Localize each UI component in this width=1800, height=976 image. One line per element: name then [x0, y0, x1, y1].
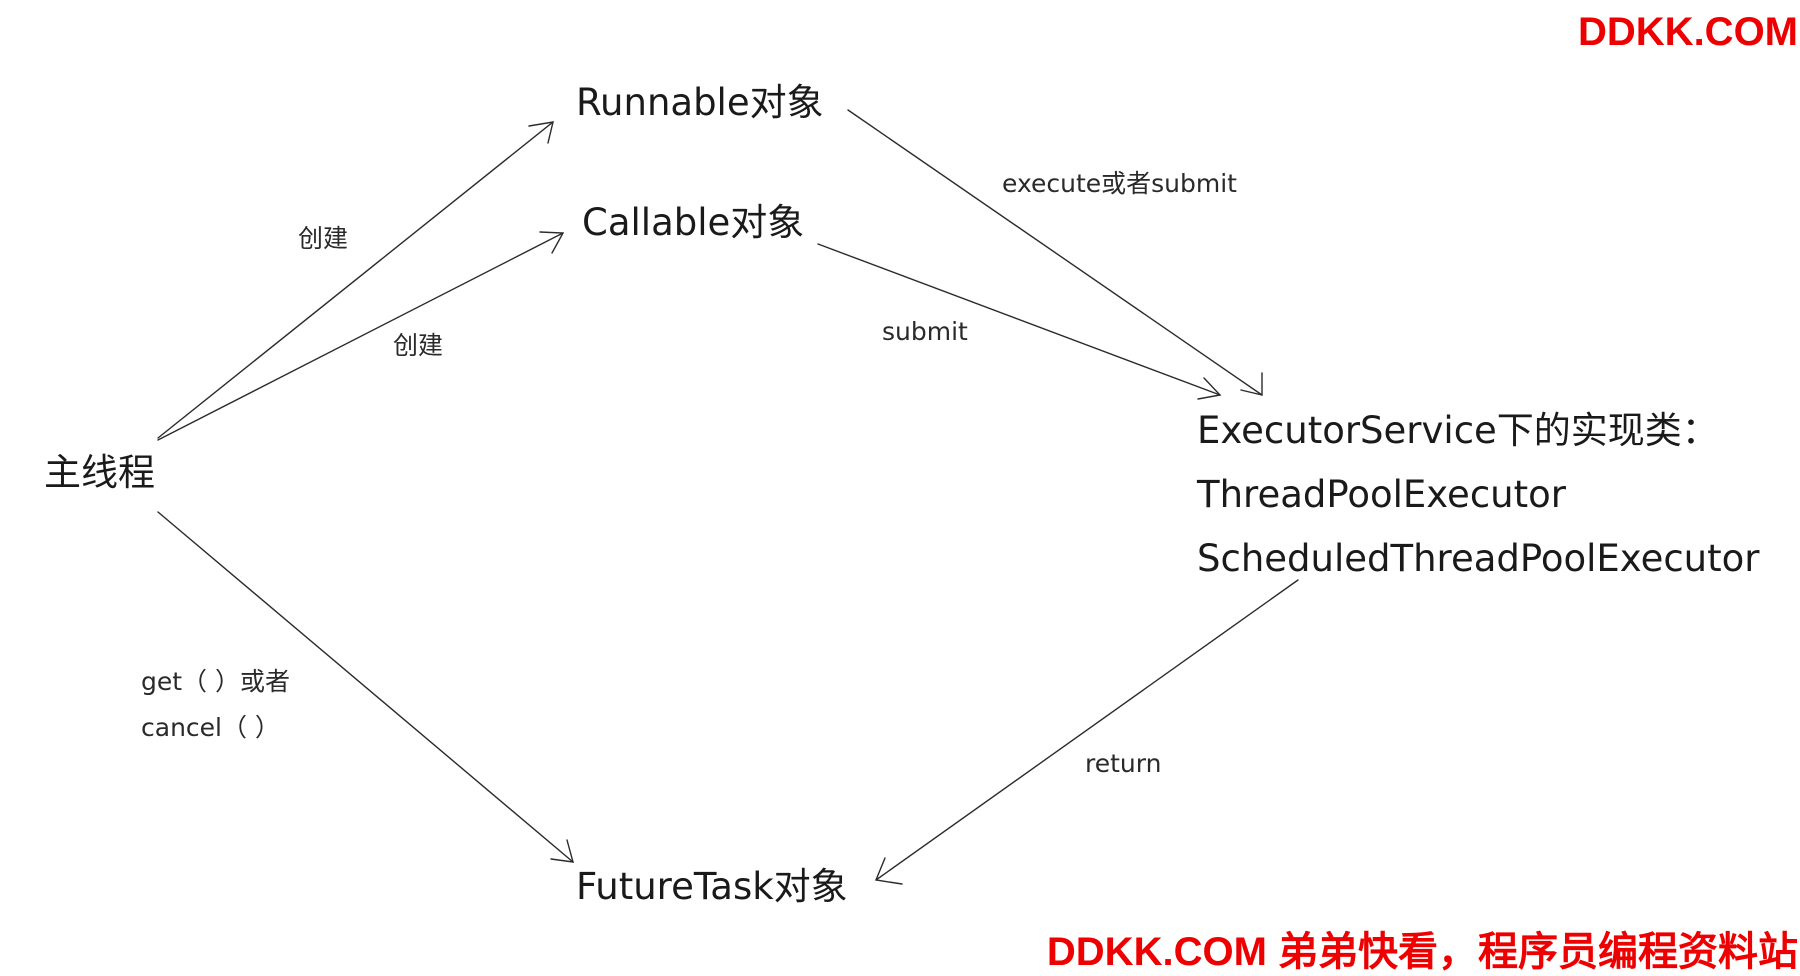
arrow-callable-to-executor: [817, 243, 1222, 400]
node-future-task: FutureTask对象: [576, 865, 848, 908]
arrow-main-to-runnable: [157, 121, 554, 439]
watermark-top: DDKK.COM: [1578, 10, 1798, 54]
label-execute-or-submit: execute或者submit: [1002, 169, 1237, 198]
label-submit: submit: [882, 317, 968, 346]
arrow-main-to-callable: [157, 231, 565, 441]
label-create-runnable: 创建: [298, 224, 349, 253]
arrow-executor-to-futuretask: [875, 579, 1299, 885]
node-scheduled-executor: ScheduledThreadPoolExecutor: [1197, 537, 1760, 580]
arrow-main-to-futuretask: [157, 511, 574, 863]
node-executor-service: ExecutorService下的实现类：: [1197, 409, 1719, 452]
label-return: return: [1085, 749, 1162, 778]
watermark-bottom: DDKK.COM 弟弟快看，程序员编程资料站: [1046, 930, 1798, 974]
label-create-callable: 创建: [393, 331, 444, 360]
node-runnable: Runnable对象: [576, 81, 824, 124]
node-main-thread: 主线程: [44, 451, 155, 494]
arrow-runnable-to-executor: [847, 109, 1263, 396]
node-thread-pool-executor: ThreadPoolExecutor: [1197, 473, 1566, 516]
label-get-or: get（ ）或者: [141, 667, 290, 696]
label-cancel: cancel（ ）: [141, 713, 280, 742]
node-callable: Callable对象: [582, 201, 805, 244]
